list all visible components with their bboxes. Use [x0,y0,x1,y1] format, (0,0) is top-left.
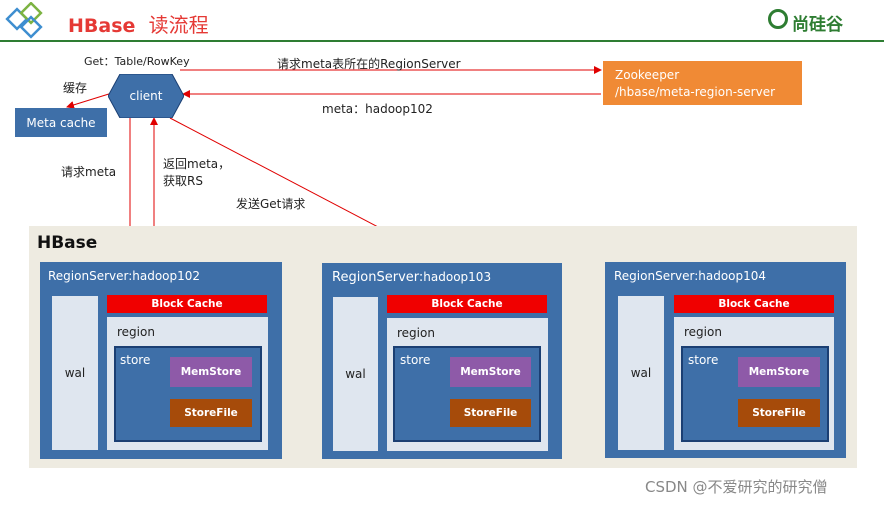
get-rs-label: 获取RS [163,174,203,188]
meta-response-label: meta：hadoop102 [322,102,433,116]
request-meta-label: 请求meta [61,165,117,179]
header-divider [0,40,884,42]
zookeeper-box: Zookeeper /hbase/meta-region-server [603,61,802,105]
store-label: store [120,353,151,367]
logo-icon [5,2,43,39]
wal-box: wal [618,296,664,450]
regionserver-title: RegionServer:hadoop103 [332,270,491,285]
storefile-box: StoreFile [738,399,820,427]
watermark: CSDN @不爱研究的研究僧 [645,478,828,496]
regionserver-title: RegionServer:hadoop104 [614,269,767,283]
client-label: client [130,89,163,103]
storefile-box: StoreFile [450,399,531,427]
meta-cache-box: Meta cache [15,108,107,137]
memstore-box: MemStore [738,357,820,387]
client-node: client [108,74,184,118]
get-label: Get：Table/RowKey [84,55,190,68]
page-title-en: HBase [68,15,136,37]
block-cache: Block Cache [107,295,267,313]
regionserver-title: RegionServer:hadoop102 [48,269,201,283]
regionserver-title-host: hadoop103 [423,270,492,284]
page-title: HBase 读流程 [68,9,209,38]
zookeeper-label: Zookeeper [615,68,680,82]
store-label: store [688,353,719,367]
page-title-cn: 读流程 [148,13,209,37]
region-label: region [397,326,435,340]
hbase-label: HBase [37,233,98,253]
request-meta-rs-label: 请求meta表所在的RegionServer [277,57,461,71]
storefile-box: StoreFile [170,399,252,427]
region-label: region [117,325,155,339]
brand-name: 尚硅谷 [792,15,843,35]
store-label: store [400,353,431,367]
wal-box: wal [52,296,98,450]
regionserver-title-prefix: RegionServer: [332,270,424,285]
send-get-label: 发送Get请求 [236,197,306,211]
zookeeper-path: /hbase/meta-region-server [615,85,776,99]
region-label: region [684,325,722,339]
cache-label: 缓存 [63,81,88,95]
brand-logo-icon [768,9,788,29]
memstore-box: MemStore [450,357,531,387]
arrow-cache [66,92,113,109]
memstore-box: MemStore [170,357,252,387]
wal-box: wal [333,297,378,451]
block-cache: Block Cache [674,295,834,313]
block-cache: Block Cache [387,295,547,313]
return-meta-label: 返回meta， [163,157,231,171]
